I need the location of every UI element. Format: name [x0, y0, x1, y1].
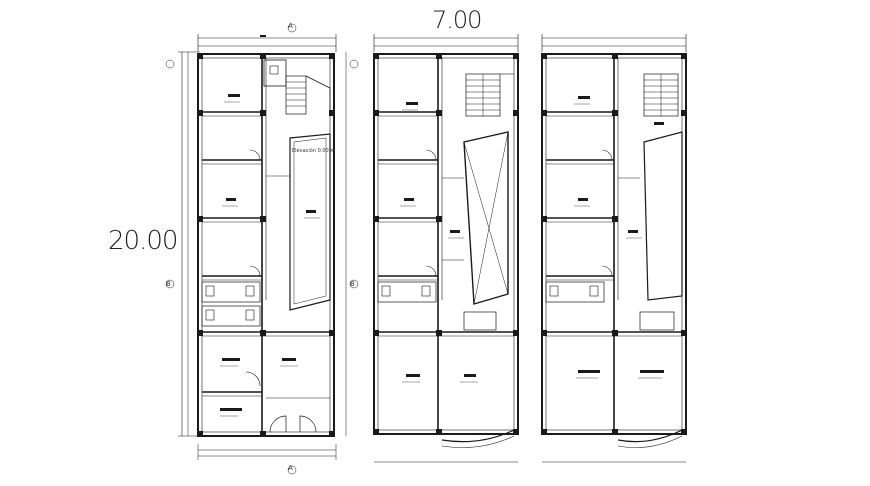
axis-label-right: B — [350, 280, 355, 288]
plan-1 — [165, 23, 359, 475]
width-dimension-label: 7.00 — [432, 6, 482, 34]
plan-3 — [541, 34, 687, 463]
height-dimension-label: 20.00 — [108, 226, 178, 256]
stair-elevation-note: Elevación 0.00 m — [292, 148, 336, 154]
axis-label-bottom: A — [288, 464, 293, 472]
axis-label-left: B — [166, 280, 171, 288]
axis-label-top: A — [288, 22, 293, 30]
plan-2 — [373, 34, 519, 463]
